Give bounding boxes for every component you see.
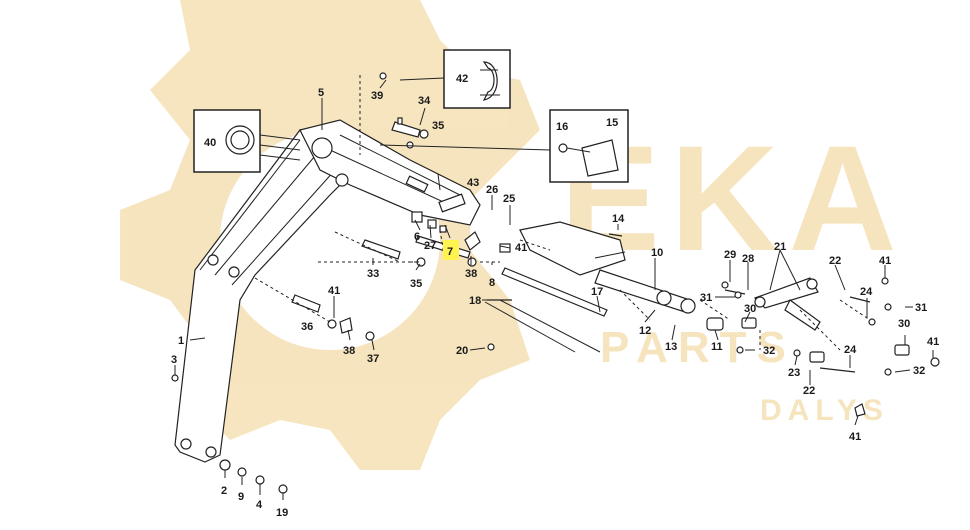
callout-35-top: 35 [432,120,444,132]
callout-24-bottom: 24 [844,344,857,356]
callout-13: 13 [665,341,677,353]
detail-box-42 [399,49,511,109]
callout-5: 5 [318,87,324,99]
callout-36: 36 [301,321,313,333]
callout-41-left: 41 [328,285,340,297]
callout-9: 9 [238,491,244,503]
callout-14: 14 [612,213,625,225]
callout-32-mid: 32 [763,345,775,357]
highlight-7 [443,240,459,260]
callout-22-top: 22 [829,255,841,267]
callout-40: 40 [204,137,216,149]
callout-20: 20 [456,345,468,357]
guide-lines [254,75,871,351]
leader-lines [174,79,934,500]
callout-30-right: 30 [898,318,910,330]
linkage-21 [741,277,910,363]
callouts: 5 39 42 34 35 40 16 15 43 26 25 14 6 27 … [171,73,939,519]
callout-2: 2 [221,485,227,497]
callout-34: 34 [418,95,431,107]
detail-box-40 [193,109,301,173]
callout-31-right: 31 [915,302,927,314]
callout-30-mid: 30 [744,303,756,315]
callout-18: 18 [469,295,481,307]
callout-41-mid: 41 [515,242,527,254]
callout-19: 19 [276,507,288,519]
boom [299,119,481,226]
callout-33: 33 [367,268,379,280]
callout-16: 16 [556,121,568,133]
callout-39: 39 [371,90,383,102]
callout-22-bottom: 22 [803,385,815,397]
callout-37: 37 [367,353,379,365]
watermark-sub1: PARTS [600,323,796,372]
callout-26: 26 [486,184,498,196]
main-arm [174,124,351,463]
callout-41-bottom: 41 [849,431,861,443]
callout-10: 10 [651,247,663,259]
callout-41-right-mid: 41 [927,336,939,348]
callout-1: 1 [178,335,184,347]
callout-6: 6 [414,231,420,243]
callout-23: 23 [788,367,800,379]
callout-24-top: 24 [860,286,873,298]
callout-38-left: 38 [343,345,355,357]
callout-15: 15 [606,117,618,129]
callout-17: 17 [591,286,603,298]
callout-21: 21 [774,241,786,253]
callout-25: 25 [503,193,515,205]
callout-4: 4 [256,499,263,511]
bracket-assembly [519,221,696,314]
callout-43: 43 [467,177,479,189]
rods [484,267,608,353]
watermark-sub2: DALYS [760,394,889,427]
callout-3: 3 [171,354,177,366]
callout-29: 29 [724,249,736,261]
callout-41-right-top: 41 [879,255,891,267]
callout-27: 27 [424,240,436,252]
callout-42: 42 [456,73,468,85]
detail-box-15-16 [379,109,629,183]
callout-8: 8 [489,277,495,289]
callout-12: 12 [639,325,651,337]
callout-35-mid: 35 [410,278,422,290]
callout-11: 11 [711,341,723,353]
callout-7: 7 [447,246,453,258]
callout-38-top: 38 [465,268,477,280]
callout-28: 28 [742,253,754,265]
callout-32-right: 32 [913,365,925,377]
callout-31-mid: 31 [700,292,712,304]
